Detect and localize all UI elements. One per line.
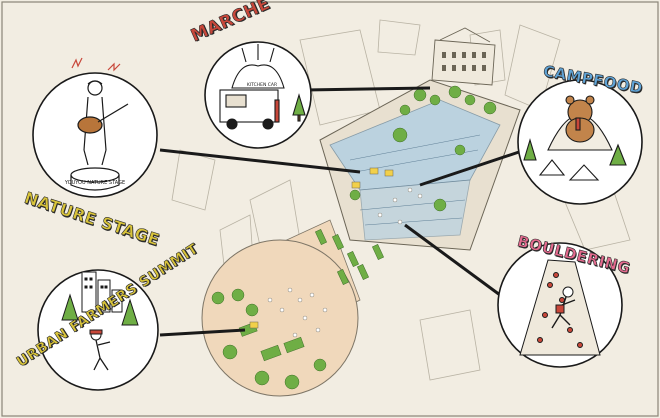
main-building — [319, 27, 521, 251]
map-greenery — [211, 85, 497, 390]
bouldering-circle — [497, 242, 623, 368]
bear-icon — [523, 95, 627, 181]
campfood-circle — [517, 79, 643, 205]
food-truck-icon — [219, 44, 306, 130]
plaza-area — [201, 219, 361, 397]
leader-lines — [159, 86, 526, 337]
nature-stage-circle: YOUYOU NATURE STAGE — [32, 57, 158, 198]
stage-sign-text: YOUYOU NATURE STAGE — [64, 180, 125, 186]
truck-sign-text: KITCHEN CAR — [247, 82, 277, 88]
climbing-wall-icon — [519, 259, 601, 356]
farmer-icon — [61, 271, 139, 371]
urban-farmers-circle — [37, 269, 159, 391]
map-tents — [249, 167, 394, 329]
guitar-icon — [70, 57, 129, 191]
crowd-dots — [267, 187, 423, 338]
marche-circle: KITCHEN CAR — [204, 41, 312, 149]
